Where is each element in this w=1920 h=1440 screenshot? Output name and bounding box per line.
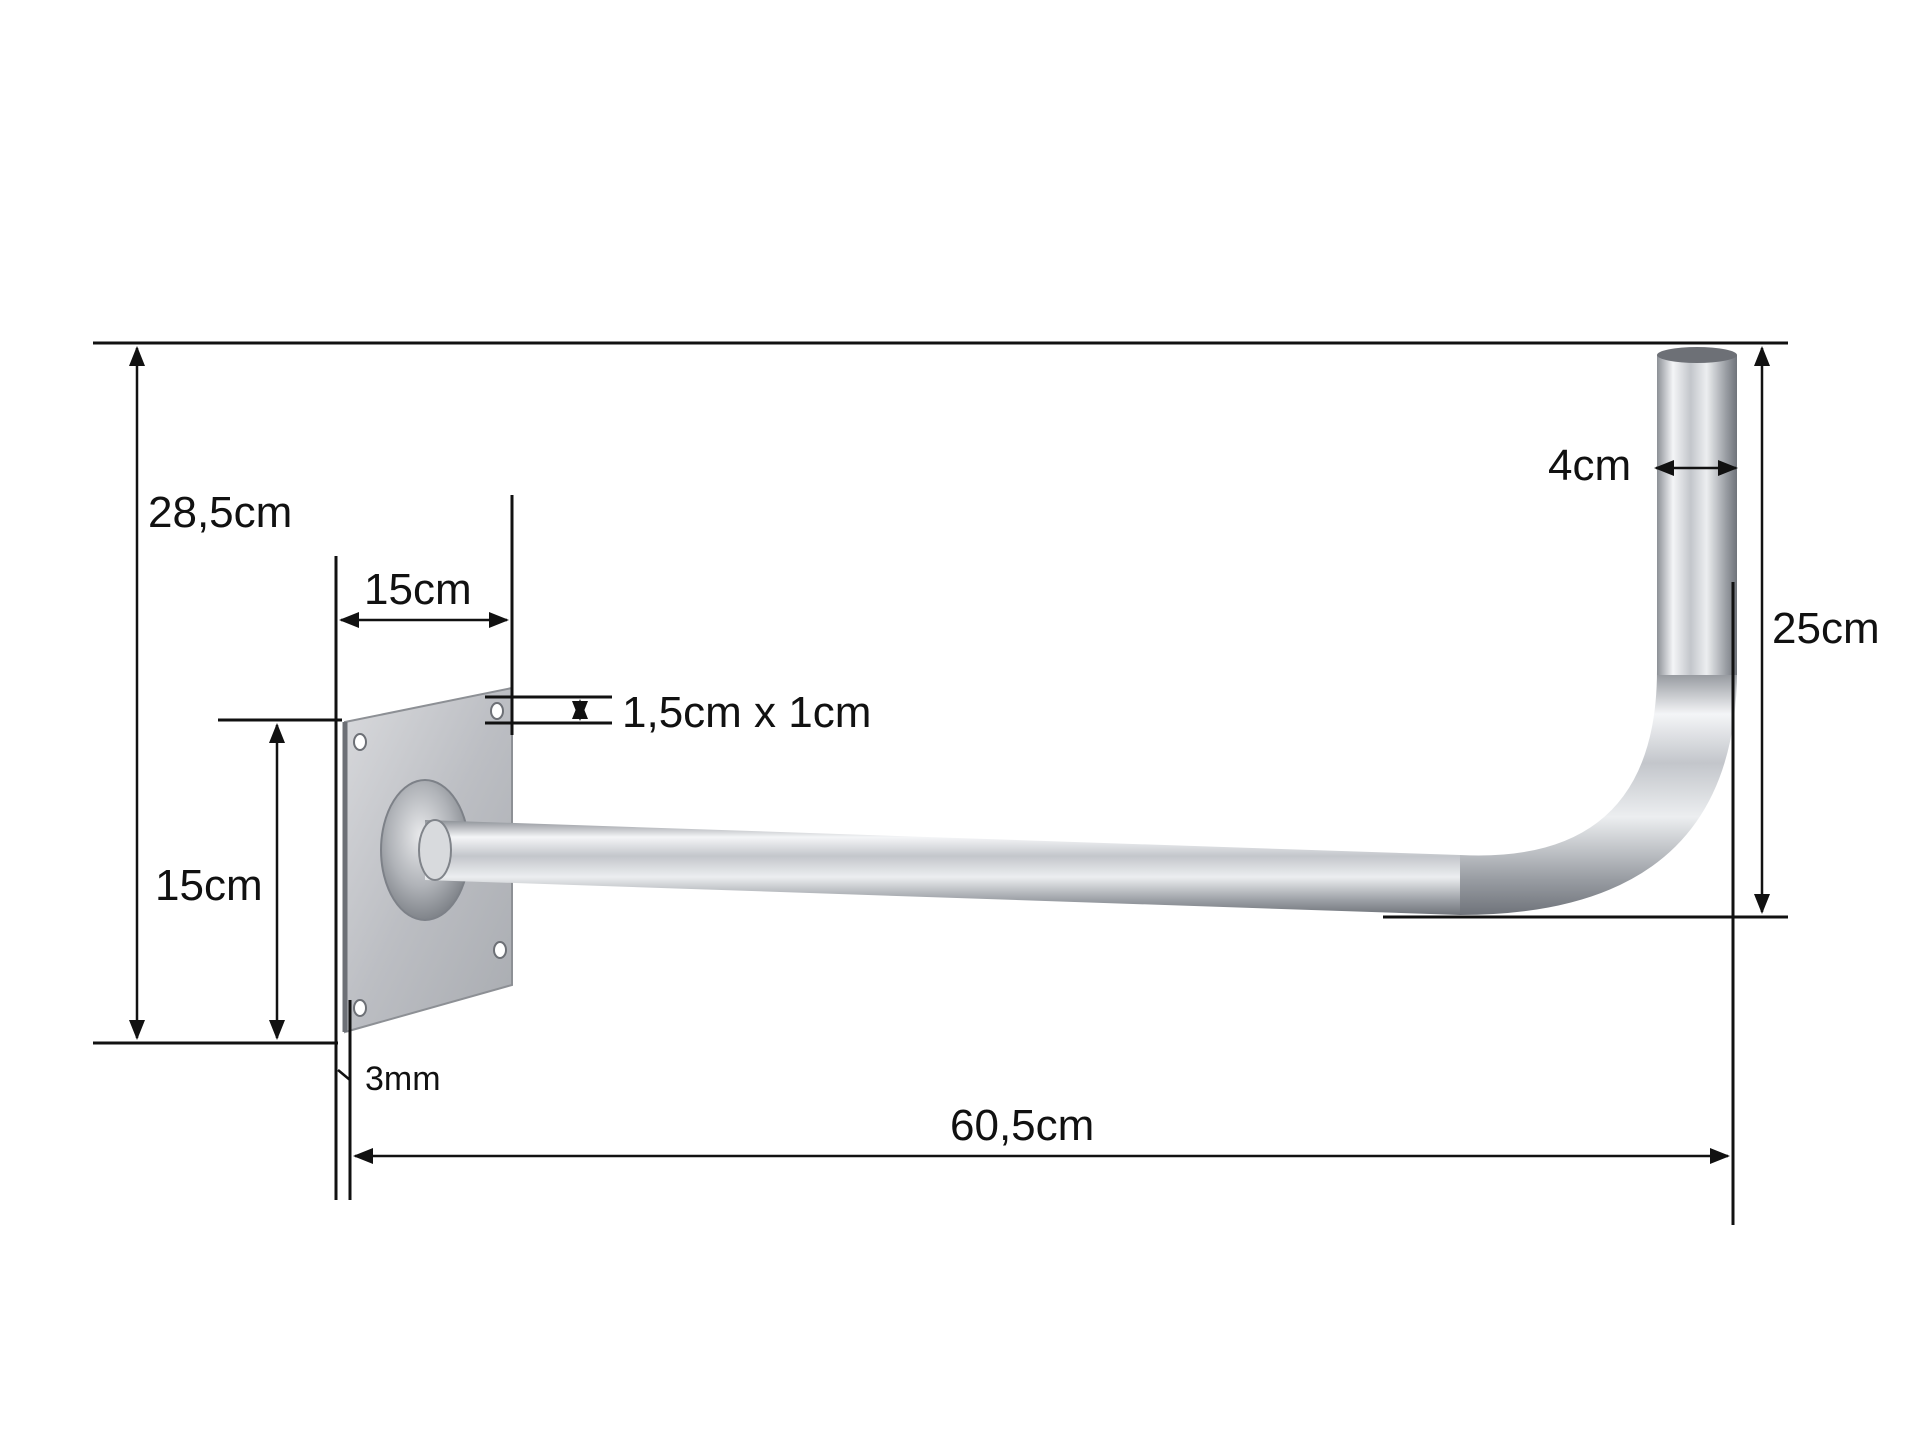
plate-thickness-label: 3mm <box>365 1060 441 1098</box>
mast-cap <box>1657 347 1737 363</box>
arrowed-dimensions <box>129 346 1770 1164</box>
total-length-label: 60,5cm <box>950 1101 1094 1150</box>
tube-diameter-label: 4cm <box>1548 441 1631 490</box>
dimension-lines <box>93 341 1788 1225</box>
mast-height-label: 25cm <box>1772 604 1880 653</box>
dimension-labels: 28,5cm 15cm 1,5cm x 1cm 15cm 3mm 60,5cm … <box>148 441 1880 1150</box>
plate-width-label: 15cm <box>364 565 472 614</box>
plate-slot-top-right <box>490 702 504 720</box>
plate-slot-bottom-right <box>493 941 507 959</box>
vertical-mast <box>1657 355 1737 675</box>
plate-slot-bottom-left <box>353 999 367 1017</box>
plate-slot-top-left <box>353 733 367 751</box>
bracket-drawing <box>342 347 1737 1034</box>
slot-size-label: 1,5cm x 1cm <box>622 688 871 737</box>
plate-height-label: 15cm <box>155 861 263 910</box>
tube-bend <box>1460 670 1737 915</box>
tube-end-ring <box>418 819 452 881</box>
total-height-label: 28,5cm <box>148 488 292 537</box>
plate-thickness-tick <box>337 1069 351 1081</box>
horizontal-tube <box>425 820 1460 915</box>
